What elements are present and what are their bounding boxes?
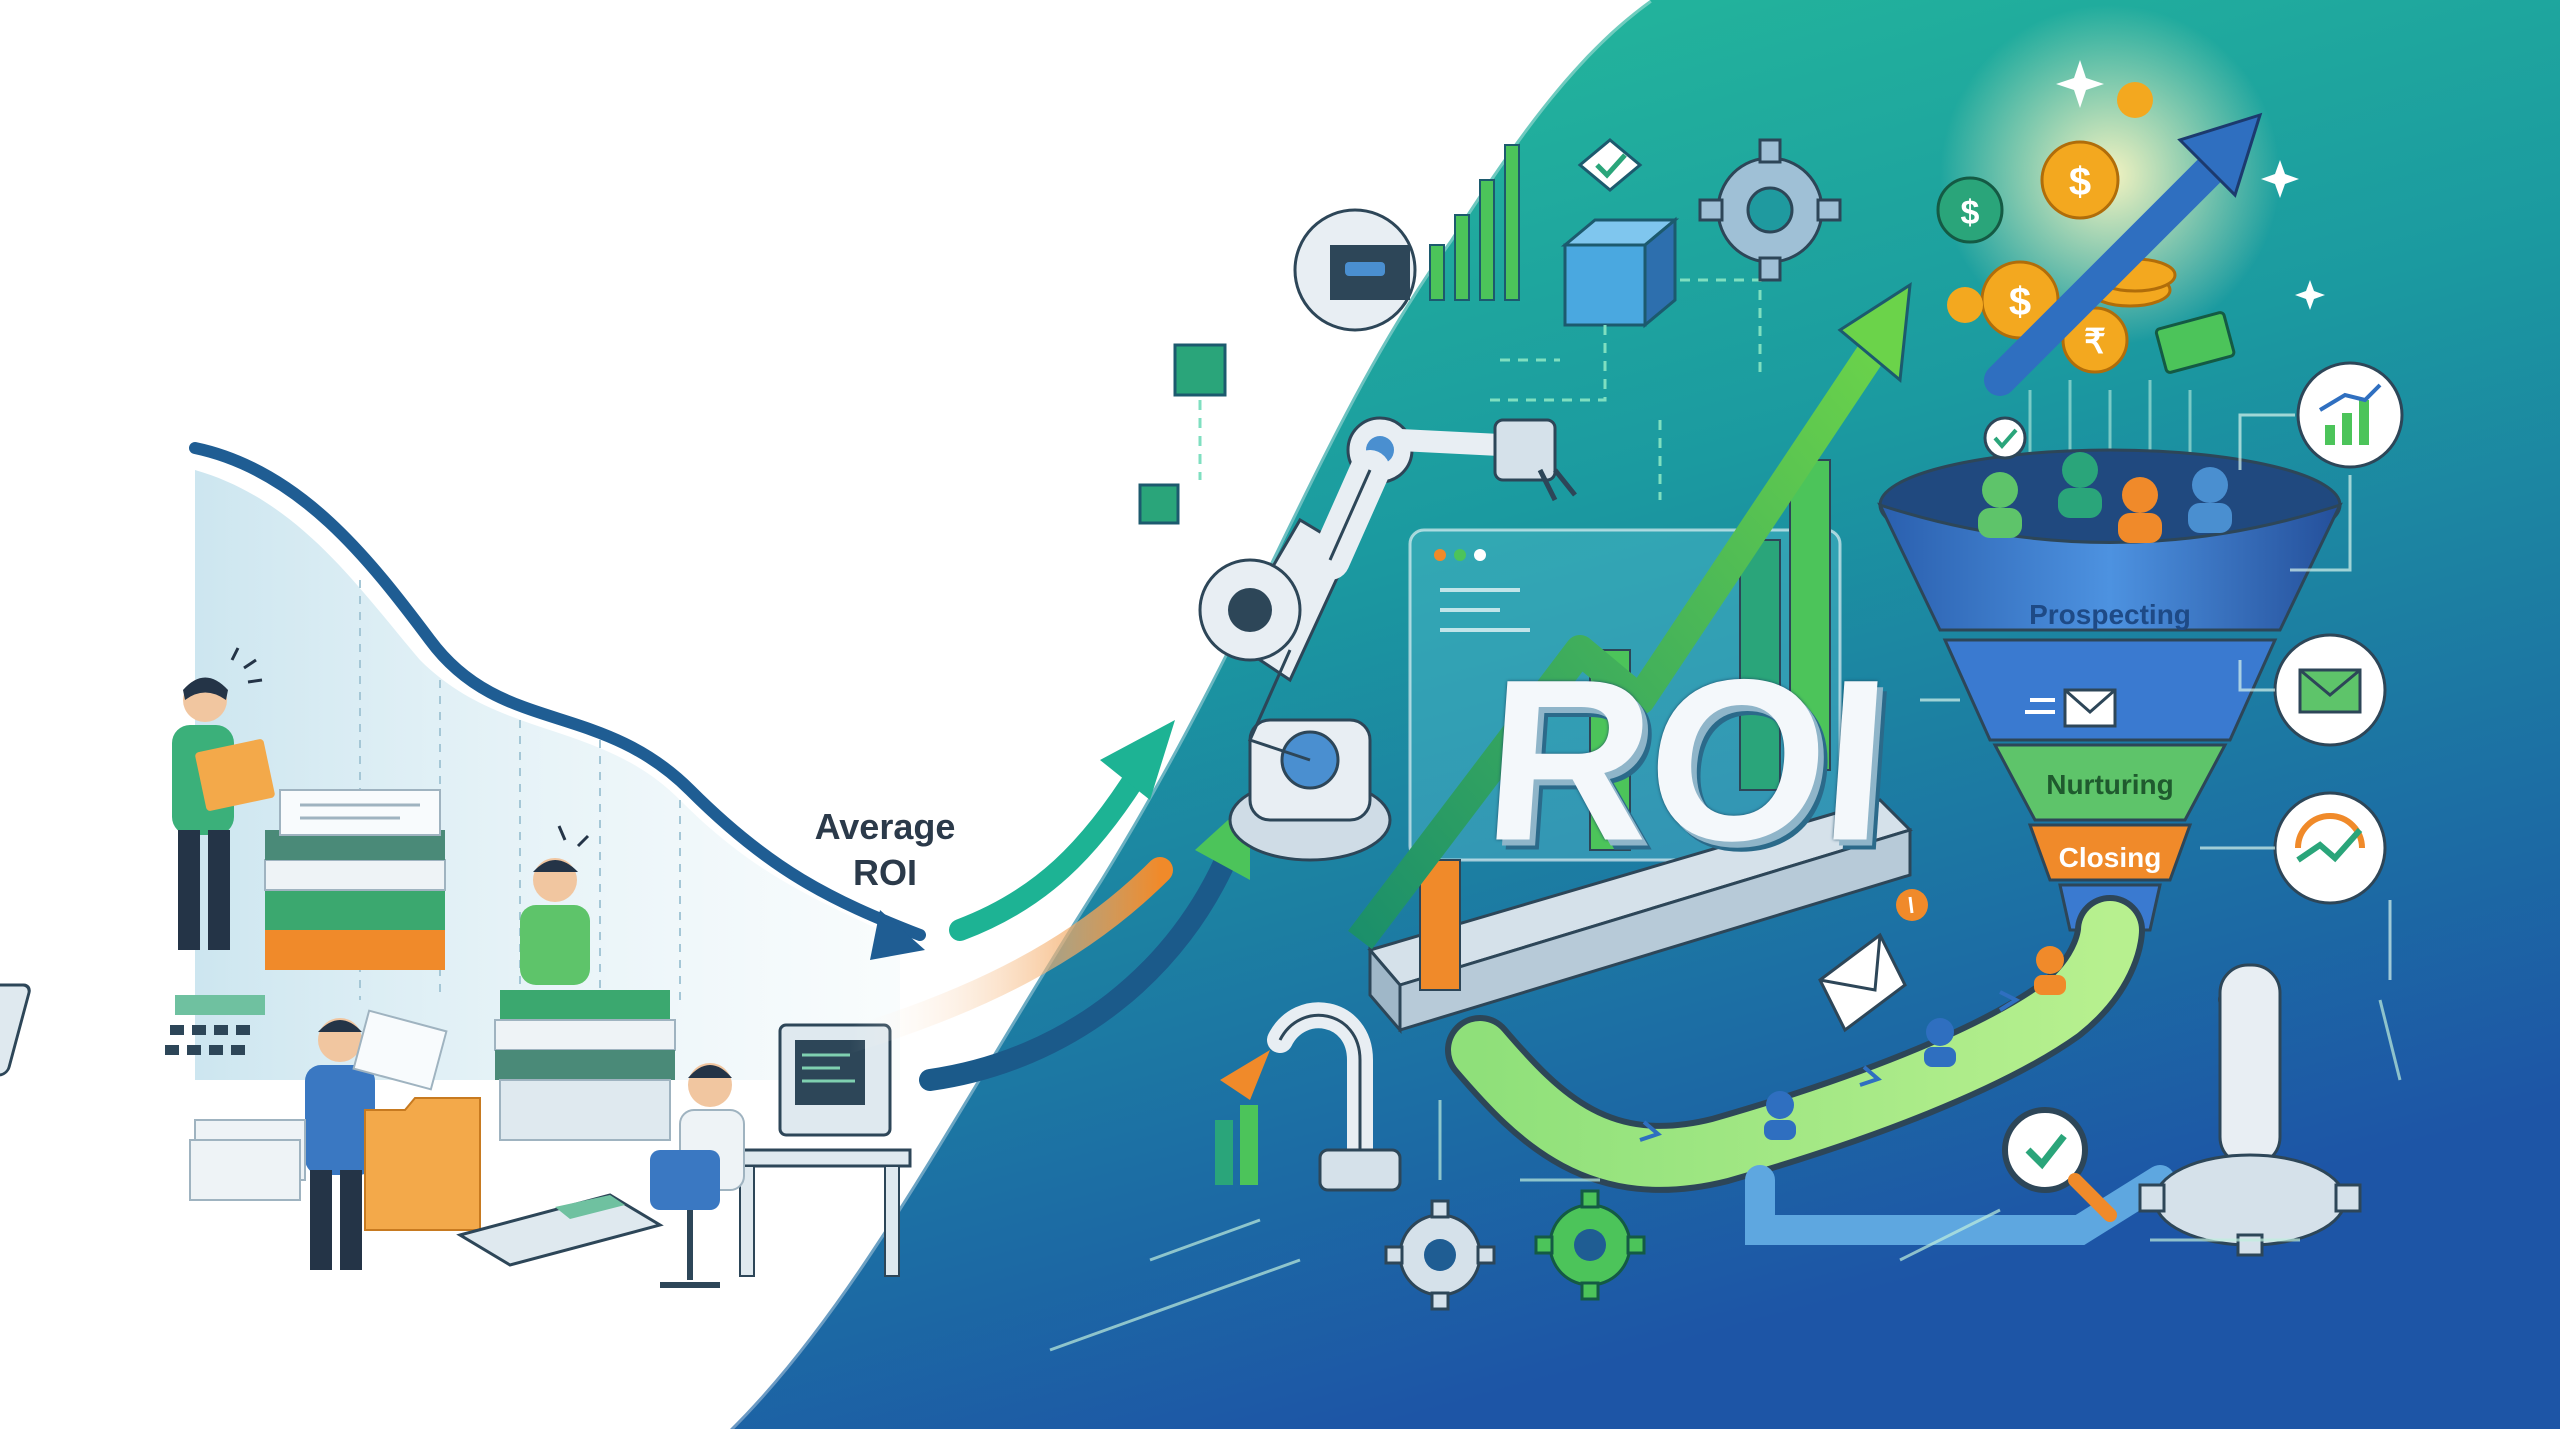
lower-flow-lines bbox=[1049, 999, 2402, 1352]
growth-arrow-icon bbox=[1984, 112, 2263, 396]
robot-arm bbox=[1198, 208, 1577, 862]
decline-area-shade bbox=[195, 470, 900, 1080]
light-beams bbox=[2028, 380, 2192, 460]
robot-head-icon bbox=[1293, 208, 1417, 332]
decline-line bbox=[189, 442, 926, 941]
currency-symbol-1: $ bbox=[2069, 160, 2091, 204]
gear-icon-bottom-1 bbox=[1384, 1199, 1496, 1311]
small-robot-arm bbox=[1215, 1002, 1402, 1192]
calculator-icon-2 bbox=[456, 1193, 664, 1267]
calculator-icon bbox=[0, 983, 265, 1077]
checkmark-icon bbox=[1577, 138, 1643, 192]
growth-arrow bbox=[1348, 331, 1893, 950]
notification-envelope bbox=[1818, 889, 1928, 1033]
cycle-circle-icon bbox=[2273, 791, 2387, 905]
chart-circle-icon bbox=[2296, 361, 2404, 469]
decline-arrowhead bbox=[870, 910, 925, 960]
gear-icon-bottom-2 bbox=[1534, 1189, 1646, 1301]
roi-title: ROI bbox=[1477, 631, 1893, 889]
average-roi-line1: Average bbox=[814, 806, 956, 847]
paperwork-scene bbox=[0, 647, 912, 1288]
banknote bbox=[2154, 311, 2236, 374]
currency-symbol-3: $ bbox=[1961, 194, 1980, 232]
cube-icon bbox=[1138, 216, 1680, 525]
coin-icon bbox=[1936, 82, 2177, 374]
currency-symbol-4: ₹ bbox=[2084, 323, 2106, 361]
sparkle-icon bbox=[2056, 60, 2325, 310]
average-roi-line2: ROI bbox=[852, 852, 917, 893]
funnel-connectors bbox=[1920, 413, 2392, 980]
orange-trend-arrow bbox=[837, 857, 1173, 1053]
funnel-stage-nurturing: Nurturing bbox=[2046, 769, 2174, 800]
funnel-stage-closing: Closing bbox=[2058, 842, 2162, 873]
paper-stack-1 bbox=[264, 789, 446, 970]
person-icon-path bbox=[1764, 946, 2066, 1140]
person-folder bbox=[172, 647, 275, 950]
lower-track bbox=[1745, 1165, 2175, 1245]
person-reading bbox=[305, 1009, 481, 1270]
dashboard-screen bbox=[1348, 282, 1913, 1035]
average-roi-label: Average ROI bbox=[815, 804, 956, 896]
mail-circle-icon bbox=[2273, 633, 2387, 747]
funnel-stage-prospecting: Prospecting bbox=[2029, 599, 2191, 630]
gear-icon bbox=[1698, 138, 1842, 282]
magnifier-icon bbox=[2002, 1107, 2117, 1222]
sales-funnel bbox=[1877, 416, 2343, 932]
person-stressed bbox=[494, 825, 676, 1141]
teal-trend-arrow bbox=[949, 759, 1151, 941]
path-chevrons bbox=[1639, 990, 2021, 1142]
currency-symbol-2: $ bbox=[2009, 280, 2031, 324]
person-computer bbox=[650, 1023, 912, 1288]
navy-trend-arrow bbox=[919, 839, 1241, 1091]
gear-base-icon bbox=[2138, 1153, 2362, 1257]
person-icon bbox=[1978, 452, 2232, 543]
folder-icon bbox=[364, 1097, 481, 1231]
right-robot-arm bbox=[2138, 963, 2362, 1257]
bar-chart-icon bbox=[1429, 144, 1520, 301]
